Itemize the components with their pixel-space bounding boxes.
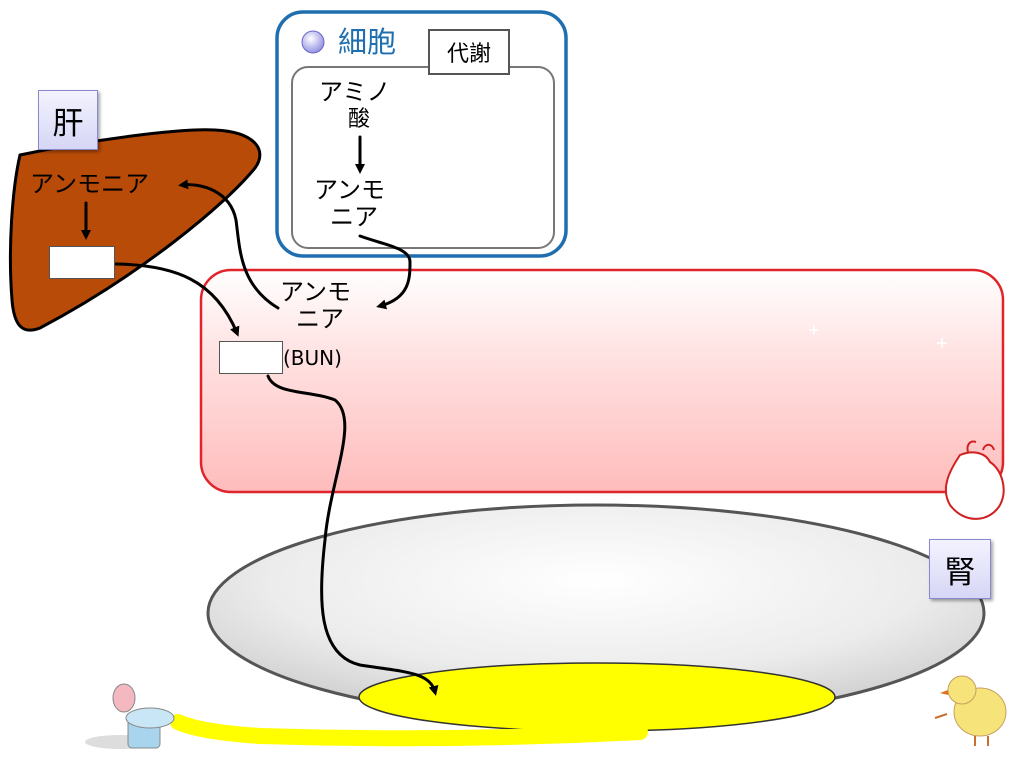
bun-blank (219, 341, 283, 374)
cell-amino-line2: 酸 (348, 107, 371, 132)
heart-icon (944, 440, 1005, 520)
cell-amino-line1: アミノ (319, 78, 391, 106)
blood-ammonia-line2: ニア (296, 305, 344, 333)
cell-ammonia-line2: ニア (330, 203, 378, 231)
arrow-liver-to-blood (114, 262, 240, 337)
liver-shape (8, 128, 262, 332)
chick-icon (934, 675, 1007, 746)
cell-ammonia-line1: アンモ (314, 176, 386, 204)
arrow-cell-to-blood (358, 234, 412, 310)
bun-label: (BUN) (283, 346, 342, 370)
cell-dot-icon (301, 30, 325, 54)
sparkle-icon (809, 325, 947, 348)
kidney-tag: 腎 (929, 539, 991, 599)
blood-vessel (199, 268, 1005, 494)
urine-stream (170, 714, 648, 747)
liver-product-blank (49, 246, 115, 279)
metabolism-tag: 代謝 (428, 29, 510, 75)
cell-inner-box (291, 66, 555, 249)
urine-pool (358, 662, 836, 732)
blood-ammonia-line1: アンモ (280, 278, 352, 306)
cell-title: 細胞 (338, 25, 397, 59)
arrow-blood-to-kidney (266, 374, 439, 696)
toilet-icon (85, 683, 175, 749)
liver-ammonia: アンモニア (30, 170, 150, 198)
liver-tag: 肝 (38, 90, 98, 150)
arrow-blood-to-liver (178, 179, 280, 310)
